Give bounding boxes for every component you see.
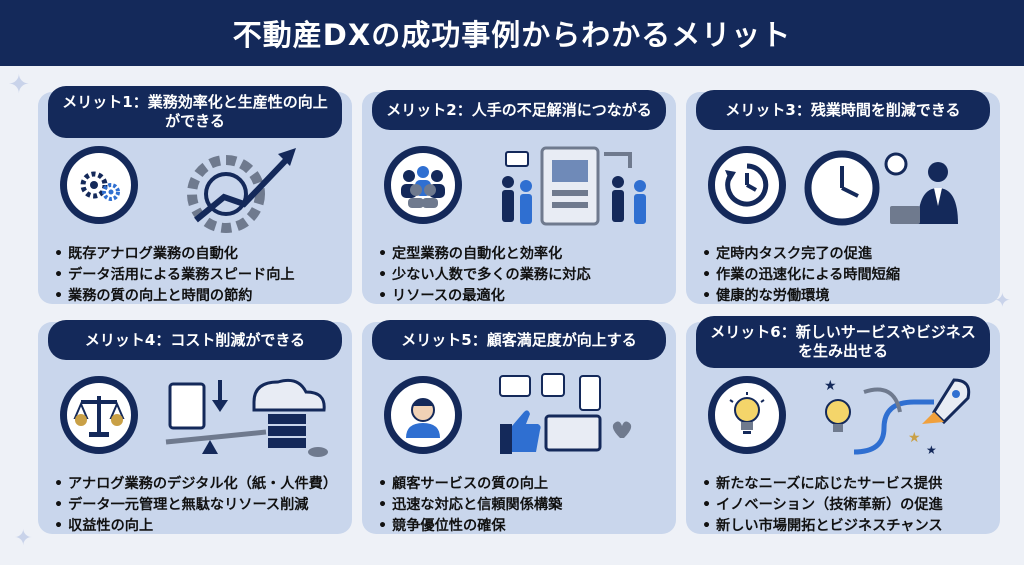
merit-points: 顧客サービスの質の向上 迅速な対応と信頼関係構築 競争優位性の確保 bbox=[378, 474, 562, 537]
list-item: 少ない人数で多くの業務に対応 bbox=[378, 265, 591, 286]
merit-points: 既存アナログ業務の自動化 データ活用による業務スピード向上 業務の質の向上と時間… bbox=[54, 244, 295, 307]
clock-businessman-illustration bbox=[804, 150, 958, 226]
card-title: メリット4：コスト削減ができる bbox=[48, 320, 342, 360]
thumbs-up-devices-illustration bbox=[499, 373, 632, 454]
card-title: メリット6：新しいサービスやビジネスを生み出せる bbox=[696, 316, 990, 368]
sparkle-icon: ✦ bbox=[8, 70, 30, 100]
svg-text:★: ★ bbox=[908, 430, 921, 446]
merit-card-6: メリット6：新しいサービスやビジネスを生み出せる ★ ★ ★ 新たなニーズに応じ… bbox=[686, 316, 1000, 537]
list-item: 競争優位性の確保 bbox=[378, 516, 562, 537]
list-item: 顧客サービスの質の向上 bbox=[378, 474, 562, 495]
merit-card-2: メリット2：人手の不足解消につながる 定型業務の自動化と効率化 少ない人数で多く… bbox=[362, 90, 676, 307]
merit-points: 定時内タスク完了の促進 作業の迅速化による時間短縮 健康的な労働環境 bbox=[702, 244, 900, 307]
card-title: メリット3：残業時間を削減できる bbox=[696, 90, 990, 130]
list-item: 収益性の向上 bbox=[54, 516, 337, 537]
customer-icon bbox=[384, 376, 462, 454]
page-title: 不動産DXの成功事例からわかるメリット bbox=[0, 0, 1024, 66]
merit-points: アナログ業務のデジタル化（紙・人件費） データ一元管理と無駄なリソース削減 収益… bbox=[54, 474, 337, 537]
svg-text:★: ★ bbox=[824, 378, 837, 394]
svg-text:★: ★ bbox=[926, 443, 937, 457]
merit-card-1: メリット1：業務効率化と生産性の向上ができる 既存アナログ業務の自動化 データ活… bbox=[38, 86, 352, 307]
list-item: イノベーション（技術革新）の促進 bbox=[702, 495, 943, 516]
list-item: 定時内タスク完了の促進 bbox=[702, 244, 900, 265]
scale-icon bbox=[60, 376, 138, 454]
document-cloud-server-illustration bbox=[165, 378, 328, 457]
card-title: メリット1：業務効率化と生産性の向上ができる bbox=[48, 86, 342, 138]
list-item: 新たなニーズに応じたサービス提供 bbox=[702, 474, 943, 495]
list-item: アナログ業務のデジタル化（紙・人件費） bbox=[54, 474, 337, 495]
sparkle-icon: ✦ bbox=[14, 526, 33, 551]
list-item: リソースの最適化 bbox=[378, 286, 591, 307]
list-item: 健康的な労働環境 bbox=[702, 286, 900, 307]
list-item: データ活用による業務スピード向上 bbox=[54, 265, 295, 286]
clock-cycle-icon bbox=[708, 146, 786, 224]
list-item: 迅速な対応と信頼関係構築 bbox=[378, 495, 562, 516]
list-item: 新しい市場開拓とビジネスチャンス bbox=[702, 516, 943, 537]
rocket-path-illustration: ★ ★ ★ bbox=[824, 378, 971, 457]
list-item: 業務の質の向上と時間の節約 bbox=[54, 286, 295, 307]
merit-card-5: メリット5：顧客満足度が向上する 顧客サービスの質の向上 迅速な対応と信頼関係構… bbox=[362, 320, 676, 537]
team-icon bbox=[384, 146, 462, 224]
gears-icon bbox=[60, 146, 138, 224]
merit-card-3: メリット3：残業時間を削減できる 定時内タスク完了の促進 作業の迅速化による時間… bbox=[686, 90, 1000, 307]
list-item: 作業の迅速化による時間短縮 bbox=[702, 265, 900, 286]
list-item: データ一元管理と無駄なリソース削減 bbox=[54, 495, 337, 516]
card-title: メリット5：顧客満足度が向上する bbox=[372, 320, 666, 360]
list-item: 定型業務の自動化と効率化 bbox=[378, 244, 591, 265]
lightbulb-icon bbox=[708, 376, 786, 454]
gear-growth-illustration bbox=[187, 148, 296, 233]
list-item: 既存アナログ業務の自動化 bbox=[54, 244, 295, 265]
merit-card-4: メリット4：コスト削減ができる アナログ業務のデジタル化（紙・人件費） データ一… bbox=[38, 320, 352, 537]
workers-machine-illustration bbox=[502, 146, 646, 226]
card-title: メリット2：人手の不足解消につながる bbox=[372, 90, 666, 130]
merit-points: 定型業務の自動化と効率化 少ない人数で多くの業務に対応 リソースの最適化 bbox=[378, 244, 591, 307]
merit-points: 新たなニーズに応じたサービス提供 イノベーション（技術革新）の促進 新しい市場開… bbox=[702, 474, 943, 537]
